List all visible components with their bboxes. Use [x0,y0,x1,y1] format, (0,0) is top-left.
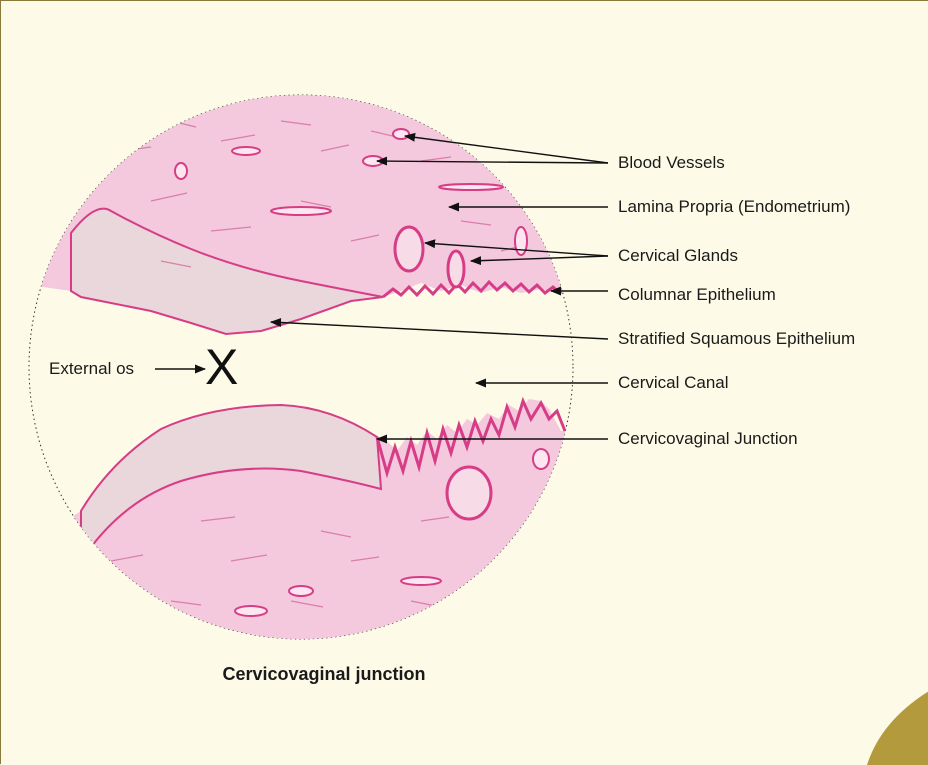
label-cervical-glands: Cervical Glands [618,246,738,266]
corner-ornament [867,691,928,765]
external-os-marker: X [205,339,238,395]
label-stratified-squamous-epithelium: Stratified Squamous Epithelium [618,329,855,349]
figure-caption: Cervicovaginal junction [1,664,647,685]
label-cervical-canal: Cervical Canal [618,373,729,393]
label-blood-vessels: Blood Vessels [618,153,725,173]
label-columnar-epithelium: Columnar Epithelium [618,285,776,305]
label-external-os: External os [49,359,134,379]
label-lamina-propria: Lamina Propria (Endometrium) [618,197,850,217]
label-cervicovaginal-junction: Cervicovaginal Junction [618,429,798,449]
